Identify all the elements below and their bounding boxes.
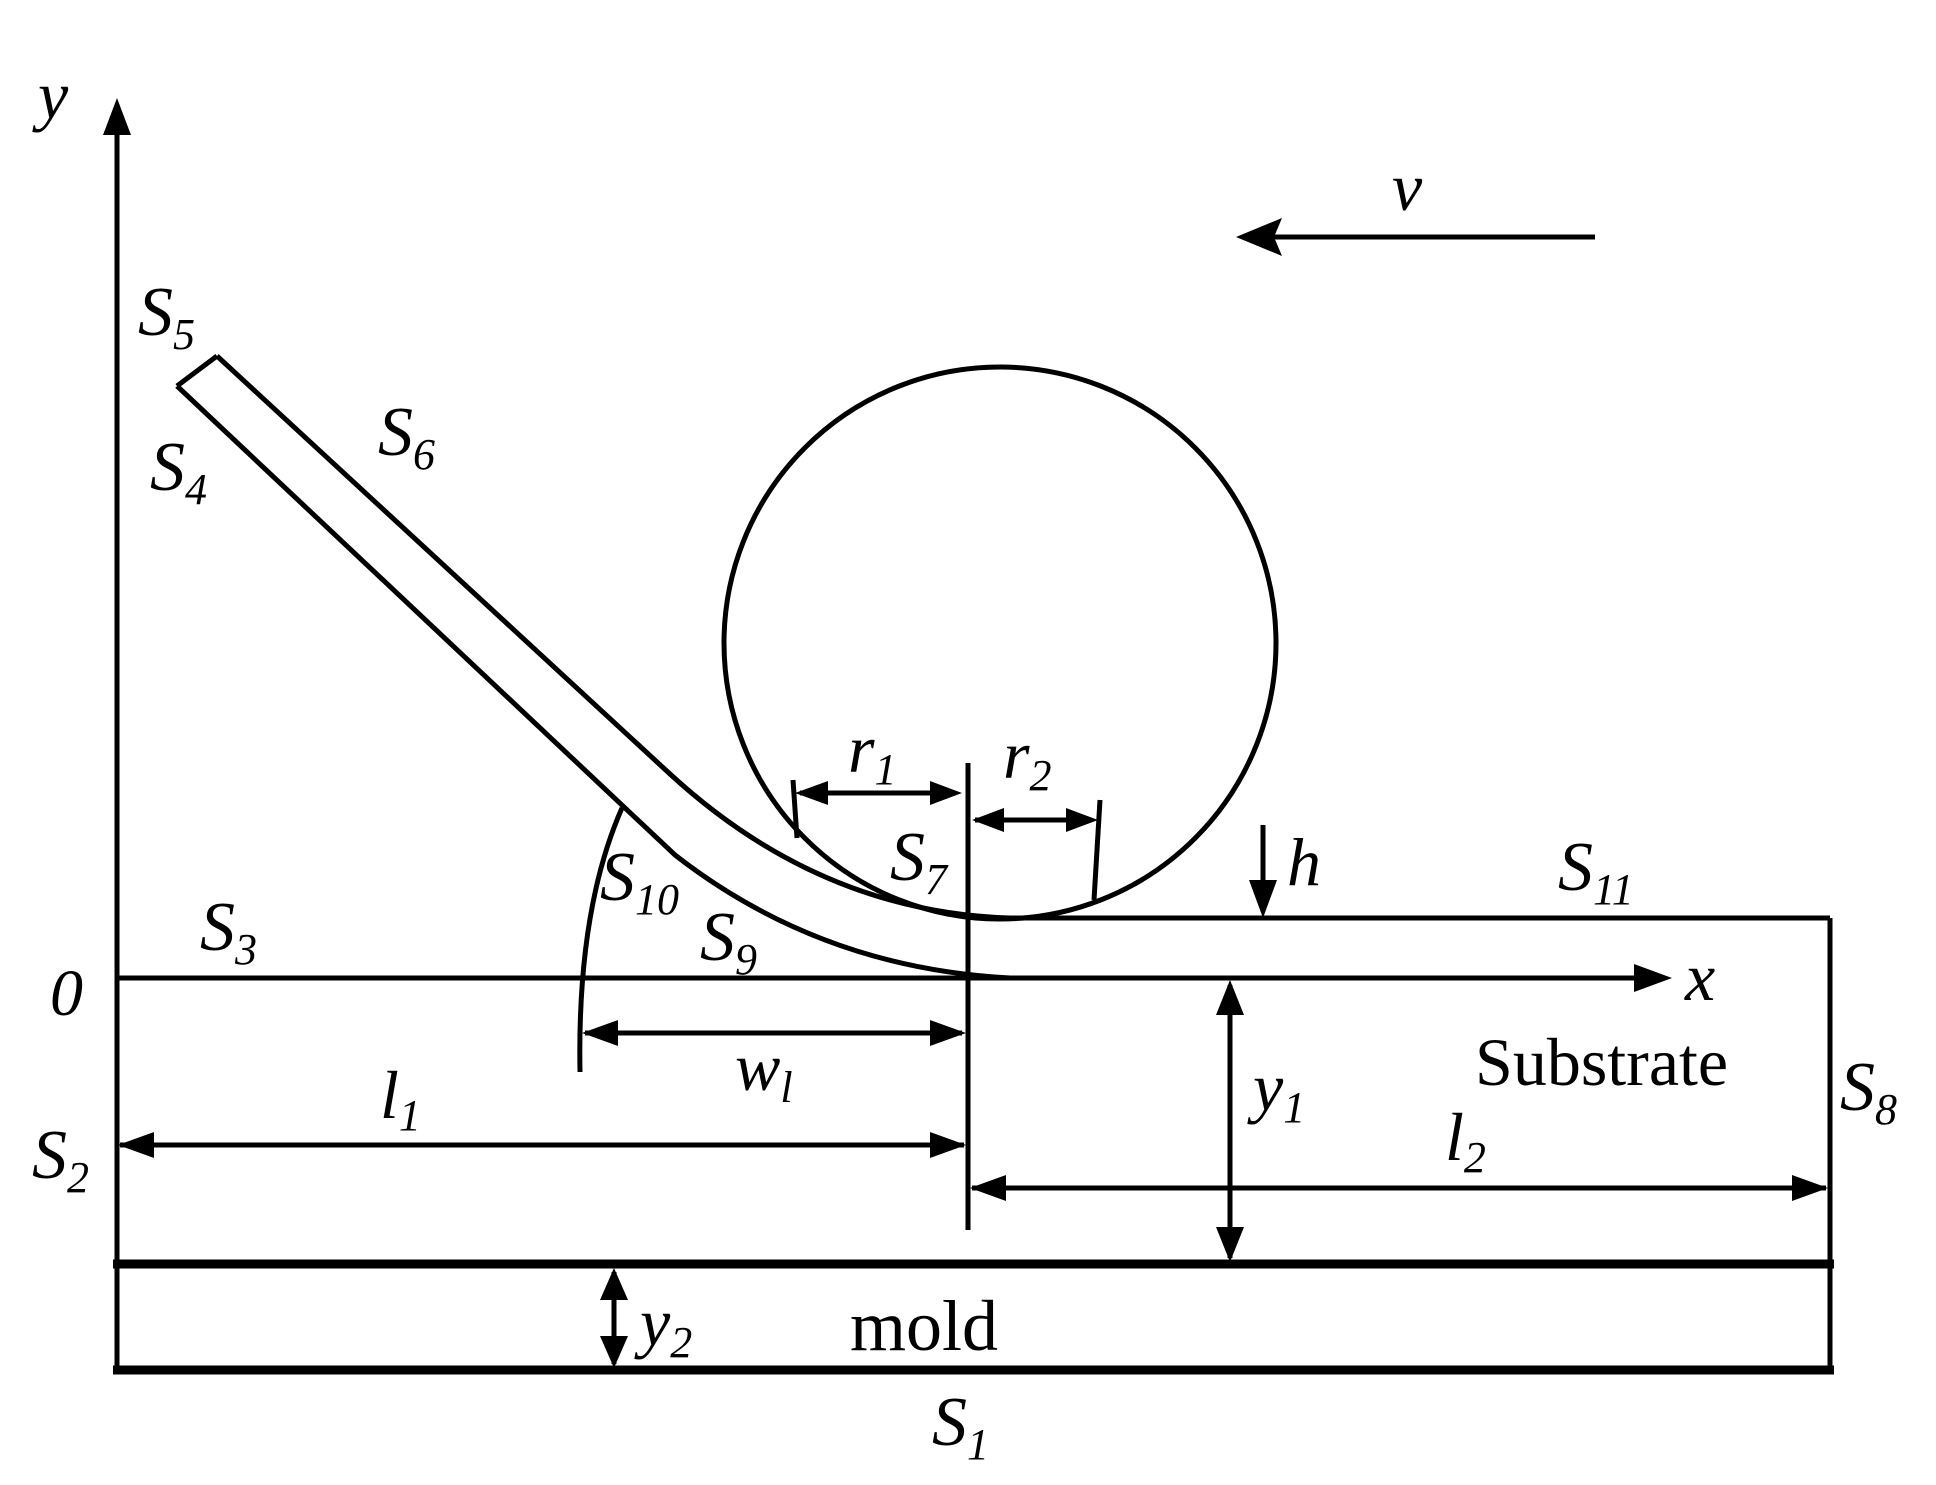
l2-label: l2	[1445, 1099, 1486, 1182]
y-axis	[103, 98, 131, 1370]
w1-label: wl	[735, 1029, 793, 1112]
r2-label: r2	[1003, 717, 1051, 800]
h-label: h	[1287, 824, 1321, 900]
s8-label: S8	[1840, 1049, 1897, 1134]
x-axis	[117, 964, 1672, 992]
s4-label: S4	[150, 429, 207, 514]
mold-label: mold	[850, 1286, 998, 1366]
l2-dimension	[970, 1175, 1828, 1201]
s6-label: S6	[378, 394, 435, 479]
s2-label: S2	[32, 1117, 89, 1202]
origin-label: 0	[50, 957, 83, 1030]
s11-label: S11	[1558, 829, 1634, 914]
substrate-outline	[1010, 915, 1833, 1370]
w1-dimension	[582, 1020, 966, 1046]
x-axis-label: x	[1684, 939, 1715, 1015]
y1-dimension	[1216, 980, 1244, 1262]
l1-label: l1	[380, 1057, 421, 1140]
l1-dimension	[118, 1132, 966, 1158]
mold-outline	[113, 1259, 1834, 1375]
r1-label: r1	[848, 711, 896, 794]
s7-label: S7	[890, 819, 949, 904]
s3-label: S3	[200, 889, 257, 974]
r2-dimension	[972, 799, 1103, 901]
y-axis-label: y	[32, 57, 69, 133]
y2-dimension	[600, 1268, 628, 1368]
r1-dimension	[790, 779, 962, 839]
s1-label: S1	[932, 1384, 989, 1469]
y2-label: y2	[634, 1284, 692, 1367]
film-strip	[175, 354, 1011, 981]
s10-label: S10	[600, 839, 679, 924]
s5-label: S5	[138, 274, 195, 359]
h-dimension	[1249, 825, 1277, 918]
y1-label: y1	[1247, 1049, 1305, 1132]
s10-arc	[577, 806, 625, 1073]
s9-label: S9	[700, 899, 757, 984]
velocity-arrow	[1236, 218, 1595, 256]
roller-circle	[721, 364, 1279, 922]
velocity-label: v	[1392, 149, 1423, 225]
substrate-label: Substrate	[1475, 1024, 1728, 1100]
